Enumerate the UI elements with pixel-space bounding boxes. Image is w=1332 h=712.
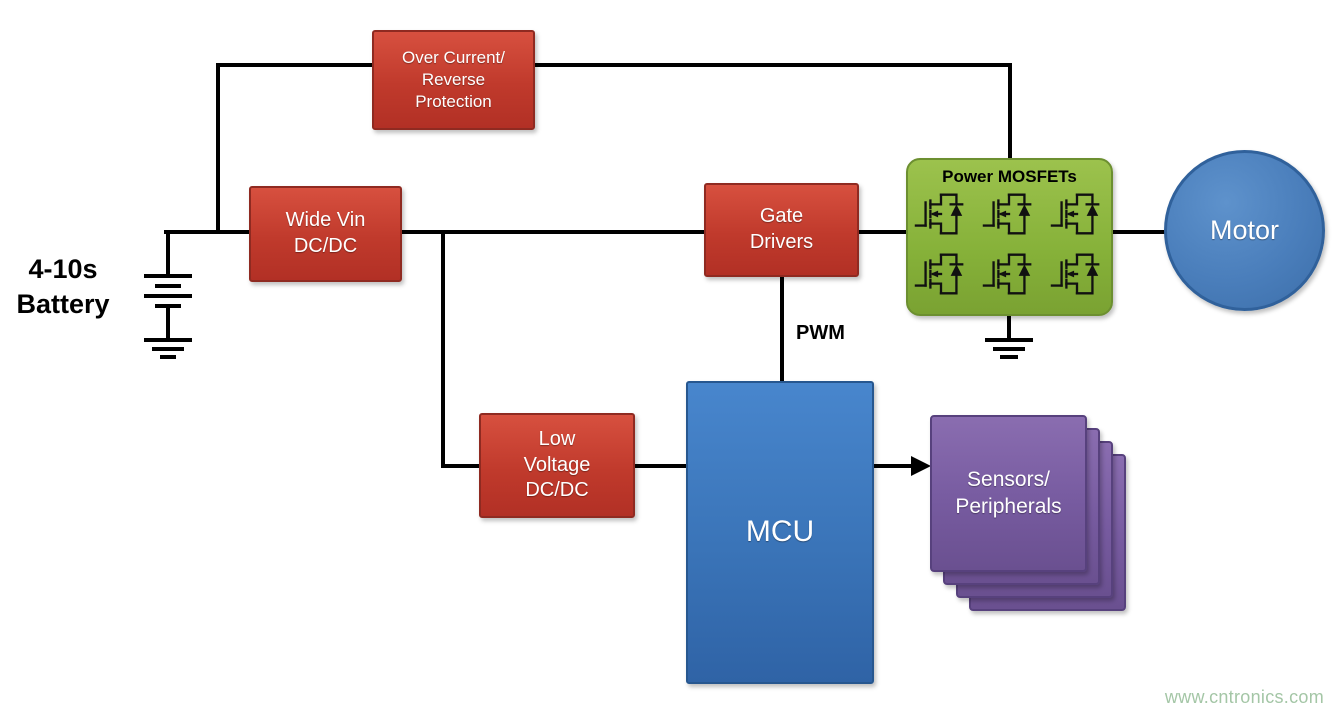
- block-sensors-peripherals: Sensors/ Peripherals: [930, 415, 1087, 572]
- block-power-mosfets-label: Power MOSFETs: [942, 167, 1077, 186]
- mosfet-icon: [982, 253, 1031, 295]
- battery-icon: [144, 230, 192, 359]
- pwm-label: PWM: [796, 322, 845, 344]
- mosfet-icon: [1050, 253, 1099, 295]
- ground-icon: [985, 314, 1033, 359]
- block-low-voltage-dcdc: Low Voltage DC/DC: [479, 413, 635, 518]
- block-mcu: MCU: [686, 381, 874, 684]
- block-low-voltage-dcdc-label: Low Voltage DC/DC: [523, 428, 591, 502]
- block-wide-vin-dcdc: Wide Vin DC/DC: [249, 186, 402, 282]
- mosfet-icon: [1050, 193, 1099, 235]
- block-gate-drivers-label: Gate Drivers: [749, 205, 814, 253]
- block-wide-vin-dcdc-label: Wide Vin DC/DC: [285, 209, 366, 257]
- block-motor-label: Motor: [1209, 215, 1280, 246]
- mosfet-icon: [982, 193, 1031, 235]
- mosfet-icon: [914, 253, 963, 295]
- battery-label-text: 4-10s Battery: [16, 254, 110, 319]
- mosfet-grid: [914, 193, 1099, 295]
- block-gate-drivers: Gate Drivers: [704, 183, 859, 277]
- block-motor: Motor: [1164, 150, 1325, 311]
- block-sensors-peripherals-label: Sensors/ Peripherals: [955, 467, 1062, 518]
- block-overcurrent-protection-label: Over Current/ Reverse Protection: [402, 48, 505, 111]
- watermark: www.cntronics.com: [1164, 687, 1324, 707]
- battery-label: 4-10s Battery: [6, 252, 120, 322]
- block-power-mosfets: Power MOSFETs: [906, 158, 1113, 316]
- block-overcurrent-protection: Over Current/ Reverse Protection: [372, 30, 535, 130]
- arrowhead-right-icon: [911, 456, 931, 476]
- block-mcu-label: MCU: [745, 515, 815, 549]
- mosfet-icon: [914, 193, 963, 235]
